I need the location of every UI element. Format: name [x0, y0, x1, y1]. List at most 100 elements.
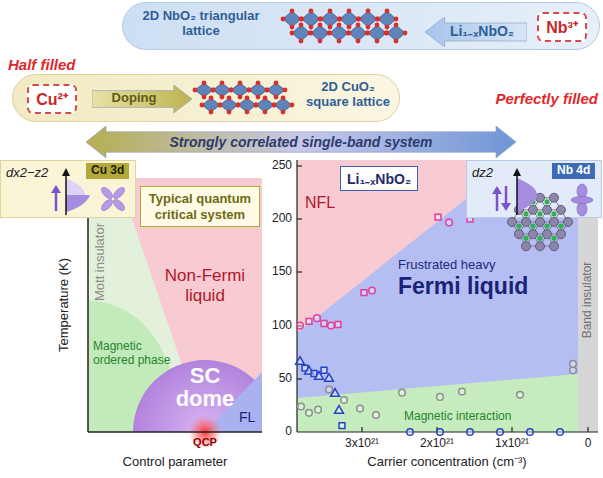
oxygen-atom [308, 31, 313, 36]
sc-dome [133, 360, 262, 432]
nb-atom [515, 230, 524, 239]
tick-label: 3x10²¹ [345, 437, 379, 451]
node-text: NFL [305, 194, 335, 212]
node-text: Doping [94, 91, 174, 106]
axis-ticks [297, 431, 598, 432]
nb-atom [550, 193, 559, 202]
data-point [321, 321, 327, 327]
data-point [407, 429, 414, 436]
node-text: Frustrated heavy [398, 258, 496, 273]
li-atom [523, 236, 528, 241]
orbital-lobes [577, 184, 587, 198]
oxygen-atom [318, 23, 323, 28]
data-point [557, 429, 564, 436]
data-point [297, 322, 304, 329]
tick-label: 2x10²¹ [420, 437, 454, 451]
li-atom [551, 211, 556, 216]
node-text: Li₁₋ₓNbO₂ [441, 23, 523, 39]
data-point [296, 357, 305, 365]
li-atom [544, 223, 549, 228]
oxygen-atom [365, 31, 370, 36]
axis-ticks [296, 160, 297, 432]
ion-box: Nb³⁺ [537, 12, 587, 42]
oxygen-atom [227, 110, 232, 115]
node-text: 2D NbO₂ triangular lattice [138, 9, 264, 39]
oxygen-atom [281, 96, 286, 101]
nb-atom [564, 218, 573, 227]
oxygen-atom [290, 31, 295, 36]
correlation-arrow: Strongly correlated single-band system [86, 126, 516, 158]
system-box: Typical quantum critical system [140, 186, 260, 227]
axis-title: Control parameter [123, 455, 228, 470]
oxygen-atom [403, 31, 408, 36]
oxygen-atom [281, 17, 286, 22]
oxygen-atom [375, 23, 380, 28]
axis-ticks [297, 271, 302, 272]
nb-atom [550, 242, 559, 251]
data-point [335, 322, 341, 328]
energy-axis [516, 174, 518, 215]
oxygen-atom [394, 39, 399, 44]
node-text: Non-Fermi liquid [153, 266, 257, 305]
oxygen-atom [356, 39, 361, 44]
node-text: Cu²⁺ [36, 88, 68, 110]
data-point [459, 388, 466, 395]
nb-atom [522, 242, 531, 251]
nb-atom [536, 242, 545, 251]
axis-ticks [511, 427, 512, 432]
oxygen-atom [328, 31, 333, 36]
axis-title: Temperature (K) [57, 258, 72, 352]
data-point [437, 429, 444, 436]
oxygen-atom [283, 88, 288, 93]
axis-ticks [587, 427, 588, 432]
data-point [306, 410, 313, 417]
ion-box: Cu²⁺ [27, 84, 77, 114]
nb-atom [529, 230, 538, 239]
nb-atom [550, 218, 559, 227]
oxygen-atom [245, 96, 250, 101]
oxygen-atom [229, 88, 234, 93]
oxygen-atom [300, 17, 305, 22]
oxygen-atom [220, 95, 225, 100]
node-text: SC dome [170, 364, 240, 410]
data-point [315, 406, 322, 413]
oxygen-atom [318, 17, 323, 22]
oxygen-atom [256, 81, 261, 86]
oxygen-atom [202, 95, 207, 100]
oxygen-atom [254, 103, 259, 108]
data-point [497, 429, 504, 436]
oxygen-atom [281, 110, 286, 115]
point-label: QCP [193, 436, 217, 449]
oxygen-atom [256, 95, 261, 100]
tick-label: 0 [258, 425, 292, 439]
data-point [435, 214, 441, 220]
node-text: 2D CuO₂ square lattice [300, 80, 396, 110]
arrow-outline [92, 85, 192, 113]
spin-arrow [55, 192, 58, 211]
nb-atom [543, 205, 552, 214]
oxygen-atom [274, 95, 279, 100]
magnetic-region [297, 374, 578, 432]
oxygen-atom [375, 39, 380, 44]
oxygen-atom [200, 103, 205, 108]
oxygen-atom [227, 96, 232, 101]
data-point [437, 394, 444, 401]
li-atom [516, 223, 521, 228]
oxygen-atom [299, 17, 304, 22]
nb-atom [536, 218, 545, 227]
right-phase-regions [297, 160, 598, 432]
li-atom [551, 236, 556, 241]
data-point [527, 429, 534, 436]
oxygen-atom [272, 103, 277, 108]
oxygen-atom [337, 23, 342, 28]
axis-ticks [297, 160, 598, 432]
oxygen-atom [328, 9, 333, 14]
lattice-pill: Li₁₋ₓNbO₂ Nb³⁺ 2D NbO₂ triangular lattice [122, 2, 600, 50]
oxygen-atom [229, 88, 234, 93]
spin-arrow [505, 186, 508, 204]
oxygen-atom [238, 95, 243, 100]
oxygen-atom [274, 81, 279, 86]
li-atom [537, 236, 542, 241]
data-point [326, 386, 333, 393]
